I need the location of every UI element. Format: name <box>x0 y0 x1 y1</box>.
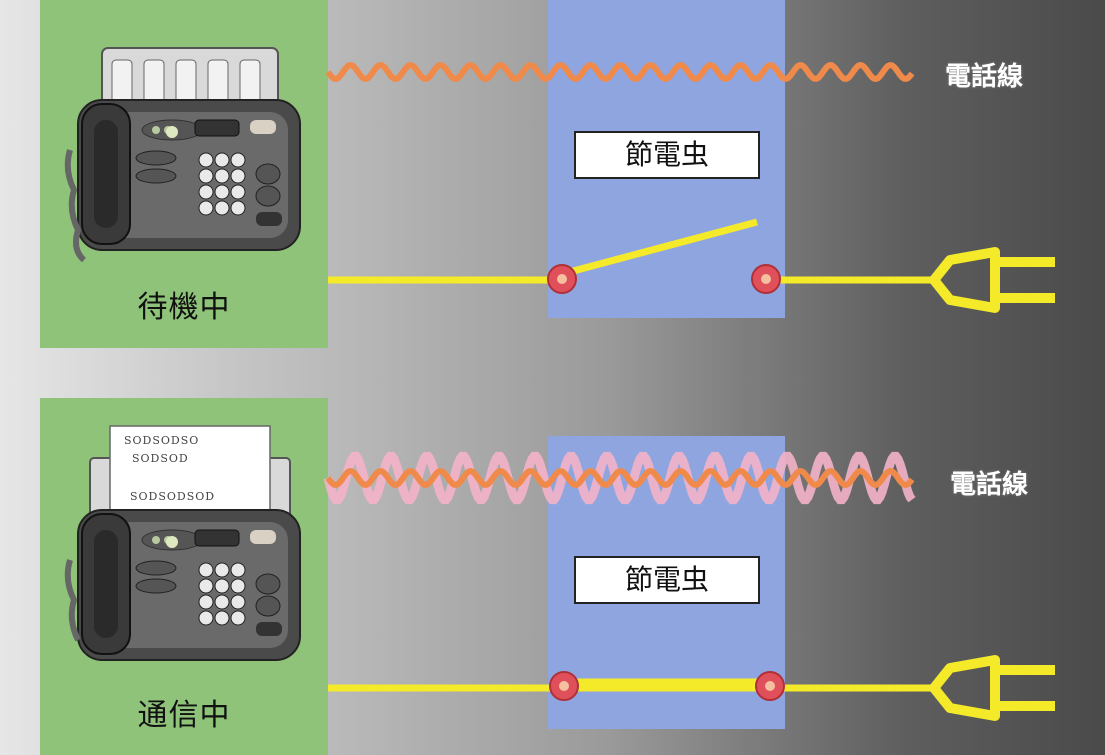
communicating-power-plug-icon <box>929 655 1055 721</box>
standby-power-saver-device: 節電虫 <box>548 0 785 318</box>
standby-fax-machine-icon <box>64 47 301 263</box>
communicating-signal-wave <box>323 451 916 505</box>
paper-line-3: SODSODSOD <box>130 490 215 503</box>
standby-power-plug-icon <box>929 247 1055 313</box>
communicating-state-label: 通信中 <box>137 698 231 733</box>
standby-state-label: 待機中 <box>137 290 231 325</box>
communicating-phone-line <box>325 467 915 489</box>
fax-paper <box>109 425 271 523</box>
standby-open-switch <box>561 218 758 278</box>
communicating-phone-line-label: 電話線 <box>950 470 1029 500</box>
communicating-fax-machine-icon: SODSODSO SODSOD SODSODSOD <box>64 425 301 661</box>
paper-line-2: SODSOD <box>132 452 189 465</box>
standby-phone-line <box>325 61 915 83</box>
standby-device-name: 節電虫 <box>574 131 760 179</box>
paper-line-1: SODSODSO <box>124 434 199 447</box>
standby-phone-line-label: 電話線 <box>945 62 1024 92</box>
communicating-device-name: 節電虫 <box>574 556 760 604</box>
